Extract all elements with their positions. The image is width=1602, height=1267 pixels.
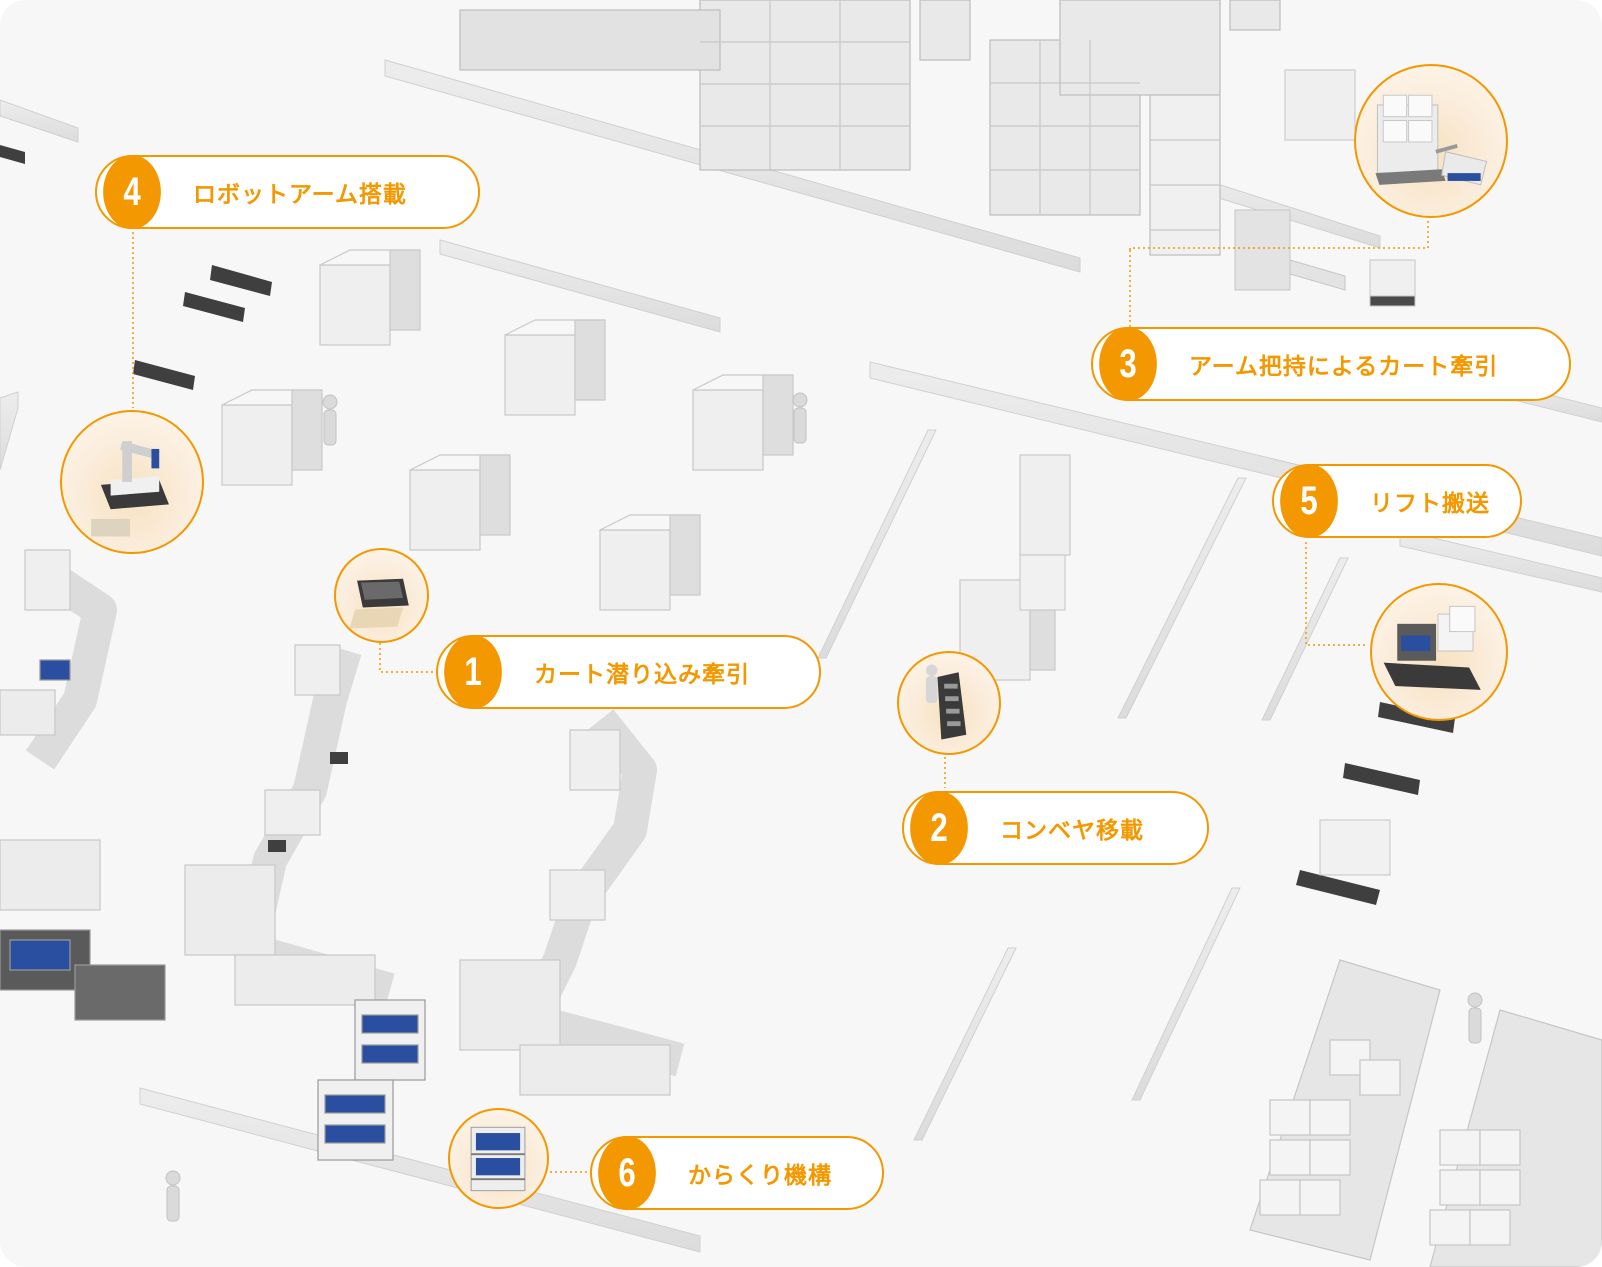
callout-number-badge: 1 xyxy=(444,635,502,709)
callout-number-badge: 4 xyxy=(103,155,161,229)
callout-label: アーム把持によるカート牽引 xyxy=(1189,354,1499,380)
lens-karakuri-mechanism xyxy=(448,1108,549,1209)
karakuri-mechanism-icon xyxy=(470,1126,526,1192)
callout-label: カート潜り込み牽引 xyxy=(534,662,750,688)
callout-label: ロボットアーム搭載 xyxy=(193,182,407,208)
callout-number-badge: 2 xyxy=(910,791,968,865)
callout-3: 3 アーム把持によるカート牽引 xyxy=(1091,327,1571,401)
callout-4: 4 ロボットアーム搭載 xyxy=(95,155,480,229)
callout-6: 6 からくり機構 xyxy=(590,1136,884,1210)
callout-2: 2 コンベヤ移載 xyxy=(902,791,1209,865)
callout-label: コンベヤ移載 xyxy=(1000,818,1144,844)
carts-and-pallets xyxy=(0,145,1455,905)
callout-number-badge: 3 xyxy=(1099,327,1157,401)
conveyor-unit-top xyxy=(1234,69,1416,307)
callout-number-badge: 6 xyxy=(598,1136,656,1210)
callout-label: からくり機構 xyxy=(688,1163,832,1189)
callout-1: 1 カート潜り込み牽引 xyxy=(436,635,821,709)
lens-conveyor-transfer xyxy=(897,651,1001,755)
leader-1 xyxy=(379,638,440,673)
arm-grip-cart-tow-icon xyxy=(1375,94,1488,186)
leader-lines xyxy=(132,212,1429,1173)
callout-number-badge: 5 xyxy=(1280,464,1338,538)
lens-robot-arm xyxy=(60,410,204,554)
lens-lift-transport xyxy=(1370,583,1508,721)
callout-5: 5 リフト搬送 xyxy=(1272,464,1522,538)
pallet-conveyors xyxy=(1249,959,1602,1267)
cart-under-tow-icon xyxy=(349,578,409,629)
lens-arm-grip-cart-tow xyxy=(1354,64,1508,218)
robot-arm-icon xyxy=(91,441,169,537)
processing-machines xyxy=(221,249,1071,681)
white-load-carts xyxy=(1019,554,1391,876)
lens-cart-under-tow xyxy=(334,548,429,643)
leader-3 xyxy=(1129,212,1429,328)
conveyor-transfer-icon xyxy=(925,664,967,740)
blue-cart-racks xyxy=(0,659,426,1161)
storage-racks xyxy=(459,0,1281,256)
lift-transport-icon xyxy=(1383,605,1481,690)
conveyor-lines xyxy=(0,549,685,1096)
callout-label: リフト搬送 xyxy=(1370,491,1490,517)
leader-5 xyxy=(1305,542,1368,646)
